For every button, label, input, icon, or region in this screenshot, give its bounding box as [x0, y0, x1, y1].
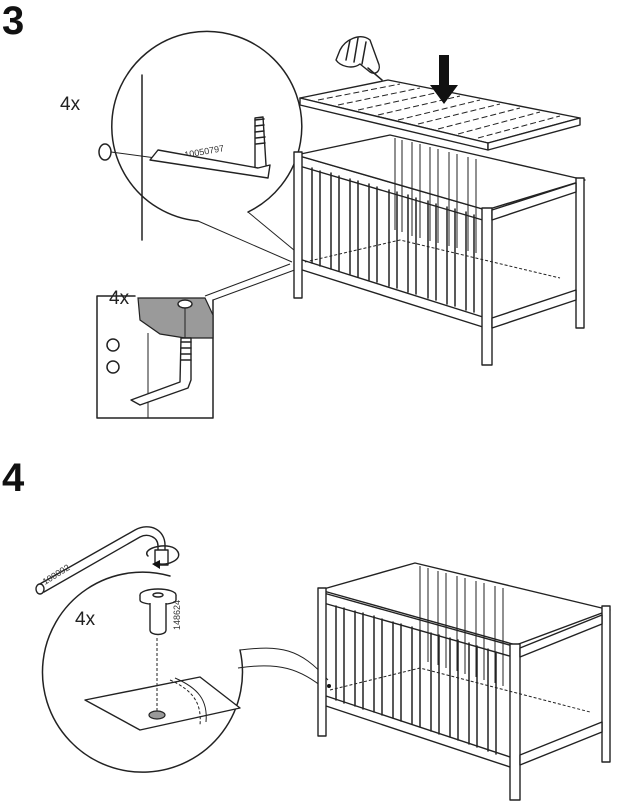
step-4-crib	[317, 562, 611, 801]
rotate-arrow-icon	[145, 545, 180, 569]
step-3-zoom-circle: 4x 10050797	[60, 30, 303, 263]
step-3-quantity-top: 4x	[60, 94, 81, 115]
step-4-number: 4	[2, 456, 25, 500]
step-4-part-number-cap: 148624	[172, 600, 182, 630]
threaded-bolt-icon	[149, 116, 271, 179]
step-3-number: 3	[2, 0, 24, 43]
allen-key-icon	[35, 526, 169, 595]
step-3-quantity-inset: 4x	[109, 288, 130, 309]
inset-bolt-icon	[130, 337, 192, 406]
cap-nut-icon	[139, 588, 177, 636]
step-3-crib	[293, 134, 586, 366]
step-3-inset-box: 4x	[96, 263, 301, 419]
step-3-slatted-base	[299, 79, 581, 151]
pressing-hand-icon	[335, 36, 383, 81]
step-4-zoom-circle: 4x	[41, 571, 329, 773]
step-4-quantity: 4x	[75, 609, 96, 630]
down-arrow-icon	[430, 55, 458, 104]
